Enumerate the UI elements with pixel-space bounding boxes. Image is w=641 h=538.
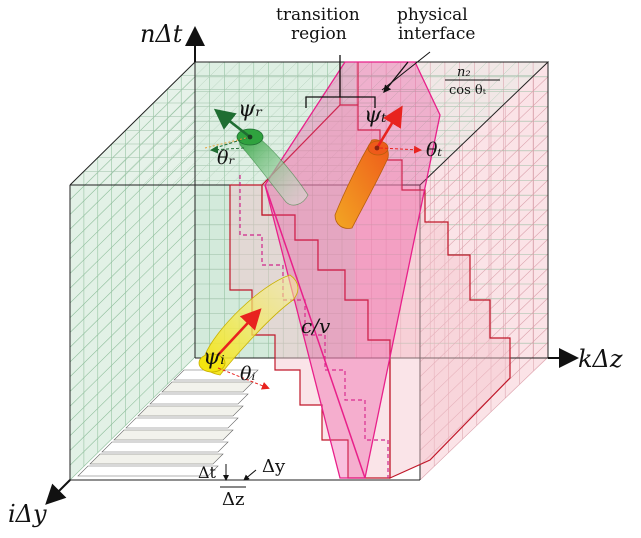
grid-line — [391, 61, 517, 186]
dashed-staircase — [239, 175, 389, 478]
transition-label-line1: transition — [276, 5, 360, 25]
grid-line — [419, 253, 549, 377]
grid-line — [215, 61, 342, 186]
physical-interface-label-line1: physical — [397, 5, 468, 25]
grid-line — [142, 61, 269, 186]
grid-line — [318, 61, 444, 186]
grid-line — [84, 61, 210, 186]
grid-line — [230, 61, 356, 186]
theta-reflected-label: θᵣ — [217, 147, 235, 169]
velocity-label: c/v — [301, 314, 331, 338]
reflected-arrow — [213, 108, 251, 139]
interface-edge-line — [264, 184, 366, 479]
grid-line — [419, 194, 549, 318]
grid-line — [419, 268, 549, 392]
staircase-floor-steps — [77, 369, 259, 477]
ratio-numerator: n₂ — [457, 65, 471, 80]
grid-line — [419, 356, 549, 481]
transition-bracket — [305, 55, 409, 108]
grid-line — [99, 61, 225, 186]
discretization-grid — [69, 61, 549, 481]
grid-line — [419, 297, 549, 422]
time-axis-label: nΔt — [140, 20, 183, 48]
grid-line — [69, 120, 196, 245]
grid-line — [419, 76, 549, 200]
cube-edges — [69, 61, 550, 481]
grid-line — [419, 327, 549, 451]
grid-line — [69, 135, 196, 259]
theta-incident-label: θᵢ — [240, 363, 255, 385]
grid-line — [201, 61, 327, 186]
grid-line — [419, 312, 549, 436]
grid-line — [69, 76, 196, 200]
grid-line — [69, 312, 196, 436]
grid-line — [419, 135, 549, 259]
floor-step — [173, 369, 259, 381]
floor-step — [125, 417, 239, 429]
grid-line — [69, 194, 196, 318]
grid-line — [419, 106, 549, 230]
psi-transmitted-label: ψₜ — [364, 103, 387, 128]
floor-step — [101, 441, 229, 453]
grid-line — [69, 179, 196, 304]
grid-line — [69, 91, 196, 215]
delta-y-label: Δy — [262, 456, 286, 477]
grid-line — [69, 283, 196, 407]
floor-step — [149, 393, 249, 405]
grid-line — [69, 342, 196, 466]
grid-line — [69, 238, 196, 363]
delta-y-marker — [243, 469, 257, 481]
grid-line — [405, 61, 531, 186]
floor-step — [113, 429, 234, 441]
theta-transmitted-label: θₜ — [426, 139, 442, 161]
grid-line — [274, 61, 400, 186]
physical-interface-leader — [381, 51, 431, 91]
transmitted-origin-dot — [374, 145, 380, 151]
psi-incident-label: ψᵢ — [203, 345, 225, 370]
grid-line — [69, 297, 196, 422]
grid-line — [69, 106, 196, 230]
grid-line — [419, 224, 549, 348]
grid-line — [69, 356, 196, 481]
grid-line — [419, 283, 549, 407]
grid-line — [69, 165, 196, 289]
grid-line — [113, 61, 239, 186]
transmitted-arrow — [375, 105, 403, 149]
i-axis-label: iΔy — [8, 500, 47, 528]
angle-indicators — [204, 136, 422, 390]
grid-line — [419, 120, 549, 245]
grid-line — [419, 150, 549, 274]
transition-label-line2: region — [291, 24, 347, 44]
grid-line — [69, 209, 196, 333]
grid-line — [419, 209, 549, 333]
grid-line — [419, 165, 549, 289]
grid-line — [288, 61, 415, 186]
delta-z-label: Δz — [222, 489, 244, 510]
grid-line — [69, 224, 196, 348]
grid-line — [303, 61, 429, 186]
k-axis-label: kΔz — [578, 345, 623, 373]
delta-t-label: Δt — [198, 463, 217, 482]
grid-line — [128, 61, 254, 186]
top-face — [70, 62, 548, 185]
psi-reflected-label: ψᵣ — [238, 97, 263, 122]
grid-line — [69, 150, 196, 274]
floor-step — [77, 465, 219, 477]
grid-line — [186, 61, 312, 186]
reflected-origin-dot — [247, 134, 253, 140]
grid-line — [419, 179, 549, 304]
grid-line — [419, 91, 549, 215]
ratio-denominator: cos θₜ — [449, 83, 487, 98]
i-axis — [45, 479, 71, 505]
incident-arrow — [217, 308, 262, 356]
grid-line — [376, 61, 502, 186]
grid-line — [69, 253, 196, 377]
physical-interface-label-line2: interface — [398, 24, 475, 44]
floor-step — [137, 405, 244, 417]
grid-line — [419, 342, 549, 466]
grid-line — [69, 268, 196, 392]
grid-line — [69, 327, 196, 451]
floor-step — [89, 453, 224, 465]
